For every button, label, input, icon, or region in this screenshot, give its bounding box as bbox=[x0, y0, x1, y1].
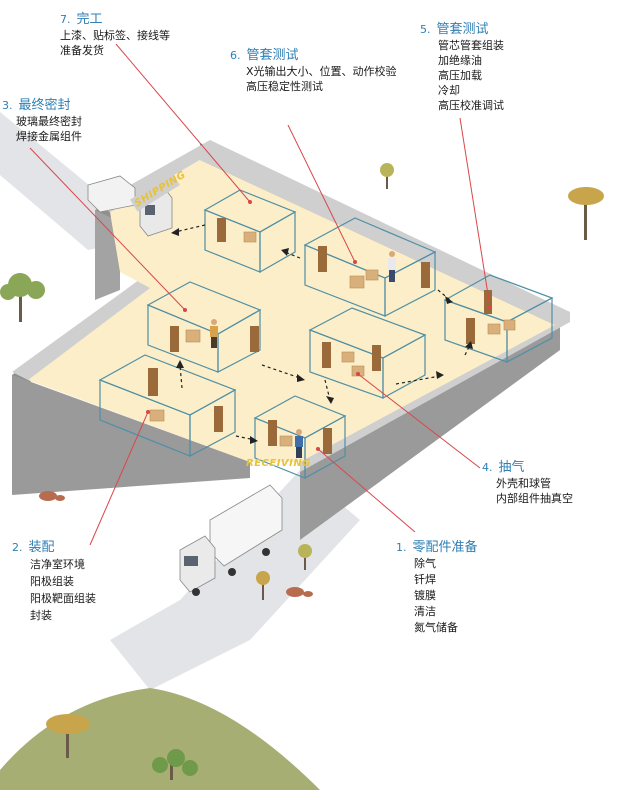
step-5-item: 加绝缘油 bbox=[438, 54, 482, 67]
step-6-label: 6. 管套测试 X光输出大小、位置、动作校验 高压稳定性测试 bbox=[230, 48, 397, 94]
receiving-sign: RECEIVING bbox=[246, 458, 311, 469]
step-5-item: 高压校准调试 bbox=[438, 99, 504, 112]
tree-hill-2 bbox=[152, 749, 198, 780]
tree-small-top bbox=[380, 163, 394, 189]
step-5-title: 管套测试 bbox=[436, 22, 489, 37]
room-parts-prep bbox=[253, 395, 347, 480]
worker-1 bbox=[388, 251, 396, 282]
step-1-item: 钎焊 bbox=[414, 573, 436, 586]
step-2-item: 洁净室环境 bbox=[30, 558, 85, 571]
step-3-number: 3. bbox=[2, 99, 13, 112]
tree-small-bottom-2 bbox=[256, 571, 270, 600]
worker-2 bbox=[210, 319, 218, 348]
step-7-number: 7. bbox=[60, 13, 71, 26]
step-6-number: 6. bbox=[230, 49, 241, 62]
step-7-title-row: 7. 完工 bbox=[60, 12, 170, 27]
step-2-number: 2. bbox=[12, 541, 23, 554]
rooms bbox=[98, 189, 554, 480]
step-4-title: 抽气 bbox=[498, 460, 525, 475]
road-bottom bbox=[110, 470, 360, 690]
room-assembly bbox=[98, 354, 237, 457]
step-5-number: 5. bbox=[420, 23, 431, 36]
wall-front-left-face bbox=[12, 375, 250, 495]
room-tube-test-5 bbox=[443, 274, 554, 363]
step-1-label: 1. 零配件准备 除气 钎焊 镀膜 清洁 氮气储备 bbox=[396, 540, 478, 636]
step-4-item: 内部组件抽真空 bbox=[496, 492, 573, 505]
step-2-title-row: 2. 装配 bbox=[12, 540, 96, 555]
wall-top-left bbox=[12, 272, 170, 380]
tree-top-right bbox=[568, 187, 604, 240]
step-5-label: 5. 管套测试 管芯管套组装 加绝缘油 高压加载 冷却 高压校准调试 bbox=[420, 22, 504, 113]
receiving-truck bbox=[179, 484, 283, 596]
step-7-item: 准备发货 bbox=[60, 44, 104, 57]
step-4-item: 外壳和球管 bbox=[496, 477, 551, 490]
step-4-label: 4. 抽气 外壳和球管 内部组件抽真空 bbox=[482, 460, 573, 506]
step-1-title: 零配件准备 bbox=[412, 540, 478, 555]
tree-small-bottom-1 bbox=[298, 544, 312, 570]
room-exhaust bbox=[308, 307, 427, 400]
step-5-title-row: 5. 管套测试 bbox=[420, 22, 504, 37]
step-1-item: 除气 bbox=[414, 557, 436, 570]
worker-3 bbox=[295, 429, 303, 458]
step-7-item: 上漆、贴标签、接线等 bbox=[60, 29, 170, 42]
step-1-number: 1. bbox=[396, 541, 407, 554]
room-final-sealing bbox=[203, 189, 297, 274]
workers bbox=[210, 251, 396, 458]
step-2-item: 阳极组装 bbox=[30, 575, 74, 588]
step-3-label: 3. 最终密封 玻璃最终密封 焊接金属组件 bbox=[2, 98, 82, 144]
trees bbox=[0, 163, 604, 780]
step-4-title-row: 4. 抽气 bbox=[482, 460, 573, 475]
step-4-number: 4. bbox=[482, 461, 493, 474]
tree-left bbox=[0, 273, 45, 322]
step-6-title: 管套测试 bbox=[246, 48, 299, 63]
step-1-title-row: 1. 零配件准备 bbox=[396, 540, 478, 555]
tree-hill-1 bbox=[46, 714, 90, 758]
doors bbox=[148, 218, 492, 454]
crates bbox=[149, 231, 516, 447]
step-7-title: 完工 bbox=[76, 12, 103, 27]
step-2-item: 阳极靶面组装 bbox=[30, 592, 96, 605]
step-2-label: 2. 装配 洁净室环境 阳极组装 阳极靶面组装 封装 bbox=[12, 540, 96, 624]
step-1-item: 清洁 bbox=[414, 605, 436, 618]
flow-arrowheads bbox=[171, 228, 473, 444]
step-3-title: 最终密封 bbox=[18, 98, 71, 113]
step-2-title: 装配 bbox=[28, 540, 55, 555]
step-3-item: 焊接金属组件 bbox=[16, 130, 82, 143]
step-6-item: X光输出大小、位置、动作校验 bbox=[246, 65, 397, 78]
step-3-item: 玻璃最终密封 bbox=[16, 115, 82, 128]
wall-top-back bbox=[95, 140, 570, 325]
leader-lines bbox=[29, 43, 491, 546]
grass-hill bbox=[0, 688, 320, 790]
step-5-item: 高压加载 bbox=[438, 69, 482, 82]
step-6-title-row: 6. 管套测试 bbox=[230, 48, 397, 63]
step-5-item: 冷却 bbox=[438, 84, 460, 97]
step-5-item: 管芯管套组装 bbox=[438, 39, 504, 52]
factory-floor bbox=[28, 160, 555, 462]
step-1-item: 氮气储备 bbox=[414, 621, 458, 634]
rocks bbox=[39, 491, 313, 597]
room-final-assembly bbox=[146, 281, 262, 373]
leader-dots bbox=[146, 200, 492, 451]
step-3-title-row: 3. 最终密封 bbox=[2, 98, 82, 113]
step-7-label: 7. 完工 上漆、贴标签、接线等 准备发货 bbox=[60, 12, 170, 58]
step-2-item: 封装 bbox=[30, 609, 52, 622]
step-6-item: 高压稳定性测试 bbox=[246, 80, 323, 93]
receiving-sign-text: RECEIVING bbox=[246, 458, 311, 469]
step-1-item: 镀膜 bbox=[414, 589, 436, 602]
